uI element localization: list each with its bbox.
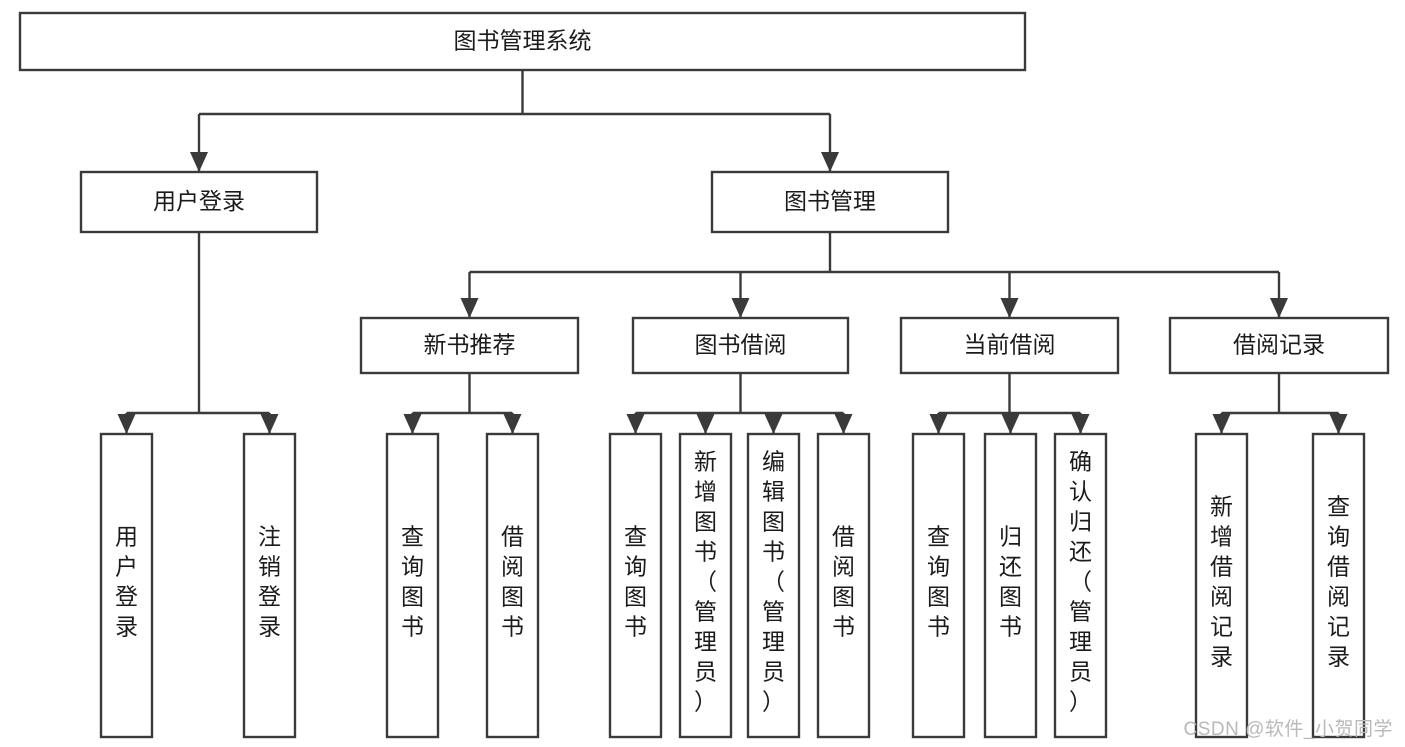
node-leaf-query-book-1[interactable]: 查询图书 bbox=[385, 432, 440, 739]
node-label-leaf-return-book: 归还图书 bbox=[999, 524, 1022, 640]
arrow-head-icon bbox=[190, 152, 208, 172]
node-label-leaf-add-book: 新增图书（管理员） bbox=[694, 449, 717, 715]
node-box-leaf-borrow-book-2[interactable] bbox=[816, 432, 871, 739]
node-label-leaf-query-book-2: 查询图书 bbox=[624, 524, 647, 640]
node-label-user-login: 用户登录 bbox=[153, 188, 245, 214]
node-leaf-borrow-book-1[interactable]: 借阅图书 bbox=[485, 432, 540, 739]
node-book-borrow[interactable]: 图书借阅 bbox=[631, 316, 850, 375]
node-label-leaf-user-login: 用户登录 bbox=[115, 524, 138, 640]
arrow-head-icon bbox=[1270, 298, 1288, 318]
node-label-leaf-query-book-1: 查询图书 bbox=[401, 524, 424, 640]
node-box-current-borrow[interactable] bbox=[899, 316, 1120, 375]
node-box-book-manage[interactable] bbox=[710, 170, 950, 234]
arrow-head-icon bbox=[1212, 414, 1231, 434]
node-label-leaf-query-record: 查询借阅记录 bbox=[1327, 494, 1350, 670]
node-box-leaf-query-book-3[interactable] bbox=[911, 432, 966, 739]
node-box-leaf-user-login[interactable] bbox=[99, 432, 154, 739]
node-leaf-confirm-return[interactable]: 确认归还（管理员） bbox=[1053, 432, 1108, 739]
node-label-leaf-user-logout: 注销登录 bbox=[258, 524, 281, 640]
node-book-manage[interactable]: 图书管理 bbox=[710, 170, 950, 234]
node-leaf-query-book-3[interactable]: 查询图书 bbox=[911, 432, 966, 739]
node-label-root: 图书管理系统 bbox=[454, 28, 592, 54]
arrow-head-icon bbox=[1071, 414, 1090, 434]
arrow-head-icon bbox=[503, 414, 522, 434]
node-box-leaf-query-record[interactable] bbox=[1311, 432, 1366, 739]
node-box-user-login[interactable] bbox=[79, 170, 319, 234]
node-label-leaf-borrow-book-2: 借阅图书 bbox=[832, 524, 855, 640]
node-new-book-rec[interactable]: 新书推荐 bbox=[359, 316, 580, 375]
node-box-leaf-edit-book[interactable] bbox=[746, 432, 801, 739]
node-label-leaf-edit-book: 编辑图书（管理员） bbox=[762, 449, 785, 715]
node-leaf-edit-book[interactable]: 编辑图书（管理员） bbox=[746, 432, 801, 739]
node-box-leaf-query-book-1[interactable] bbox=[385, 432, 440, 739]
node-box-root[interactable] bbox=[18, 11, 1027, 72]
node-leaf-return-book[interactable]: 归还图书 bbox=[983, 432, 1038, 739]
node-label-leaf-query-book-3: 查询图书 bbox=[927, 524, 950, 640]
node-label-leaf-borrow-book-1: 借阅图书 bbox=[501, 524, 524, 640]
arrow-head-icon bbox=[834, 414, 853, 434]
node-leaf-borrow-book-2[interactable]: 借阅图书 bbox=[816, 432, 871, 739]
node-box-leaf-return-book[interactable] bbox=[983, 432, 1038, 739]
arrow-head-icon bbox=[696, 414, 715, 434]
node-box-book-borrow[interactable] bbox=[631, 316, 850, 375]
node-leaf-query-book-2[interactable]: 查询图书 bbox=[608, 432, 663, 739]
arrow-head-icon bbox=[460, 298, 479, 318]
node-label-leaf-confirm-return: 确认归还（管理员） bbox=[1069, 449, 1092, 715]
arrow-head-icon bbox=[1000, 298, 1019, 318]
node-label-leaf-add-record: 新增借阅记录 bbox=[1210, 494, 1233, 670]
arrow-head-icon bbox=[929, 414, 948, 434]
arrow-head-icon bbox=[1329, 414, 1348, 434]
node-label-borrow-record: 借阅记录 bbox=[1233, 332, 1325, 358]
node-leaf-user-logout[interactable]: 注销登录 bbox=[242, 432, 297, 739]
node-leaf-user-login[interactable]: 用户登录 bbox=[99, 432, 154, 739]
node-layer: 图书管理系统用户登录图书管理新书推荐图书借阅当前借阅借阅记录用户登录注销登录查询… bbox=[18, 11, 1390, 739]
node-leaf-add-book[interactable]: 新增图书（管理员） bbox=[678, 432, 733, 739]
arrow-head-icon bbox=[260, 414, 279, 434]
arrow-head-icon bbox=[821, 152, 839, 172]
arrow-head-icon bbox=[764, 414, 783, 434]
node-user-login[interactable]: 用户登录 bbox=[79, 170, 319, 234]
node-root[interactable]: 图书管理系统 bbox=[18, 11, 1027, 72]
node-borrow-record[interactable]: 借阅记录 bbox=[1168, 316, 1390, 375]
arrow-head-icon bbox=[403, 414, 422, 434]
node-leaf-query-record[interactable]: 查询借阅记录 bbox=[1311, 432, 1366, 739]
connector-layer bbox=[117, 70, 1348, 434]
arrow-head-icon bbox=[1001, 414, 1020, 434]
node-current-borrow[interactable]: 当前借阅 bbox=[899, 316, 1120, 375]
node-box-leaf-add-record[interactable] bbox=[1194, 432, 1249, 739]
arrow-head-icon bbox=[117, 414, 136, 434]
arrow-head-icon bbox=[731, 298, 750, 318]
node-box-leaf-confirm-return[interactable] bbox=[1053, 432, 1108, 739]
arrow-head-icon bbox=[626, 414, 645, 434]
node-box-leaf-borrow-book-1[interactable] bbox=[485, 432, 540, 739]
node-label-current-borrow: 当前借阅 bbox=[964, 332, 1056, 358]
node-label-book-manage: 图书管理 bbox=[784, 188, 876, 214]
node-box-leaf-query-book-2[interactable] bbox=[608, 432, 663, 739]
node-box-leaf-user-logout[interactable] bbox=[242, 432, 297, 739]
node-box-new-book-rec[interactable] bbox=[359, 316, 580, 375]
node-box-leaf-add-book[interactable] bbox=[678, 432, 733, 739]
watermark-label: CSDN @软件_小贺同学 bbox=[1183, 719, 1393, 740]
node-leaf-add-record[interactable]: 新增借阅记录 bbox=[1194, 432, 1249, 739]
node-label-new-book-rec: 新书推荐 bbox=[424, 332, 516, 358]
node-box-borrow-record[interactable] bbox=[1168, 316, 1390, 375]
node-label-book-borrow: 图书借阅 bbox=[695, 332, 787, 358]
